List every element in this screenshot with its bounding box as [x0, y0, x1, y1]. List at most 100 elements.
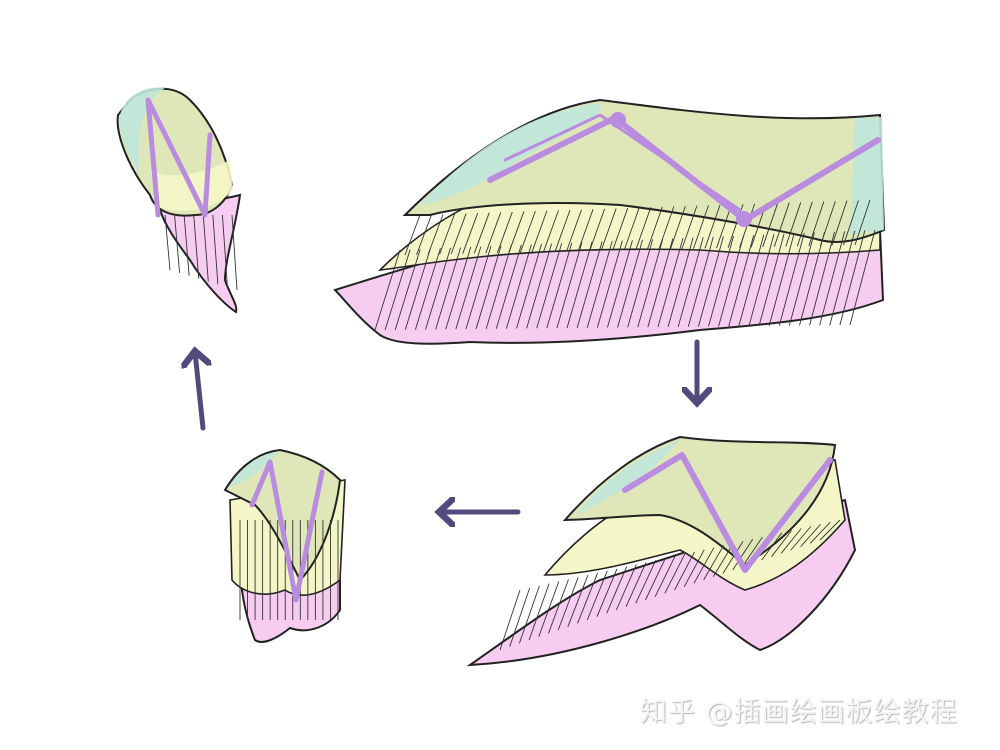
feather-line — [505, 244, 532, 329]
feather-line — [526, 243, 553, 329]
feather-line — [683, 549, 705, 587]
feather-line — [445, 246, 472, 330]
wing-skeleton — [249, 459, 325, 603]
feather-line — [849, 229, 876, 326]
feather-line — [647, 238, 674, 328]
feather-line — [654, 555, 676, 597]
feather-line — [612, 207, 629, 251]
feather-line — [600, 208, 617, 251]
feather-line — [557, 577, 579, 631]
feather-line — [646, 206, 663, 250]
leading-edge — [119, 87, 165, 175]
feather-line — [677, 237, 704, 327]
feather-line — [829, 230, 856, 326]
feather-line — [485, 212, 502, 254]
feather-line — [414, 248, 441, 330]
feather-line — [485, 245, 512, 329]
feather-line — [796, 201, 813, 247]
feather-line — [623, 207, 640, 251]
feather-line — [708, 235, 734, 327]
feather-line — [577, 572, 598, 624]
feather-line — [657, 237, 684, 328]
feather-line — [693, 547, 715, 584]
feather-line — [780, 528, 802, 554]
feather-line — [384, 249, 411, 331]
feather-line — [577, 209, 594, 252]
wing-spread — [333, 98, 886, 345]
feather-line — [712, 543, 734, 577]
feather-line — [790, 526, 812, 551]
feather-line — [785, 202, 802, 247]
feather-line — [768, 233, 795, 326]
wing-half-folded — [466, 435, 857, 667]
feather-line — [664, 553, 686, 594]
feather-line — [843, 200, 859, 246]
feather-line — [742, 536, 763, 567]
feather-line — [394, 249, 421, 330]
feather-line — [703, 545, 725, 581]
feather-line — [435, 247, 462, 330]
feather-line — [556, 242, 583, 329]
feather-line — [531, 210, 548, 253]
feather-line — [538, 581, 560, 637]
feather-line — [727, 204, 744, 248]
feather-line — [839, 230, 866, 326]
feather-line — [554, 209, 571, 252]
feather-line — [473, 212, 490, 254]
watermark: 知乎 @插画绘画板绘教程 — [640, 697, 958, 728]
feather-line — [637, 238, 664, 328]
feather-line — [658, 206, 675, 250]
feather-line — [404, 248, 431, 330]
feather-line — [617, 239, 643, 328]
feather-line — [231, 214, 238, 291]
feather-line — [495, 244, 522, 329]
feather-line — [738, 234, 765, 327]
feather-line — [496, 211, 513, 254]
feather-line — [728, 234, 755, 327]
feather-line — [758, 233, 785, 327]
wing-folded — [223, 448, 346, 643]
feather-line — [819, 201, 836, 246]
feather-line — [704, 204, 721, 249]
feather-line — [674, 551, 695, 591]
feather-line — [516, 243, 542, 329]
feather-line — [697, 236, 724, 327]
arrow-up-icon — [195, 352, 203, 431]
feather-line — [546, 242, 573, 329]
feather-line — [693, 205, 709, 249]
feather-line — [771, 530, 792, 557]
wing-fully-folded — [116, 87, 242, 314]
feather-line — [416, 214, 432, 255]
leading-edge — [575, 440, 680, 515]
feather-line — [732, 538, 754, 571]
feather-line — [808, 201, 825, 247]
feather-line — [567, 574, 589, 627]
primary-feathers — [158, 193, 242, 314]
feather-line — [221, 214, 228, 288]
feather-line — [788, 232, 815, 326]
wing-skeleton — [145, 97, 213, 218]
wing-skeleton — [622, 452, 833, 573]
feather-line — [669, 206, 686, 250]
feather-line — [627, 239, 654, 328]
feather-line — [536, 243, 563, 329]
feather-line — [761, 532, 783, 561]
feather-line — [687, 236, 714, 327]
wing-skeleton-2 — [503, 113, 742, 212]
feather-line — [164, 214, 171, 271]
feather-line — [566, 241, 593, 329]
feather-line — [809, 521, 831, 544]
feather-line — [635, 560, 657, 604]
feather-line — [773, 202, 790, 247]
feather-line — [439, 213, 456, 255]
feather-lines — [374, 199, 876, 331]
feather-line — [462, 212, 479, 254]
feather-line — [799, 232, 825, 326]
feather-line — [183, 214, 190, 276]
feather-line — [508, 211, 525, 253]
feather-line — [475, 245, 502, 330]
feather-line — [596, 568, 618, 617]
feather-line — [854, 199, 871, 246]
